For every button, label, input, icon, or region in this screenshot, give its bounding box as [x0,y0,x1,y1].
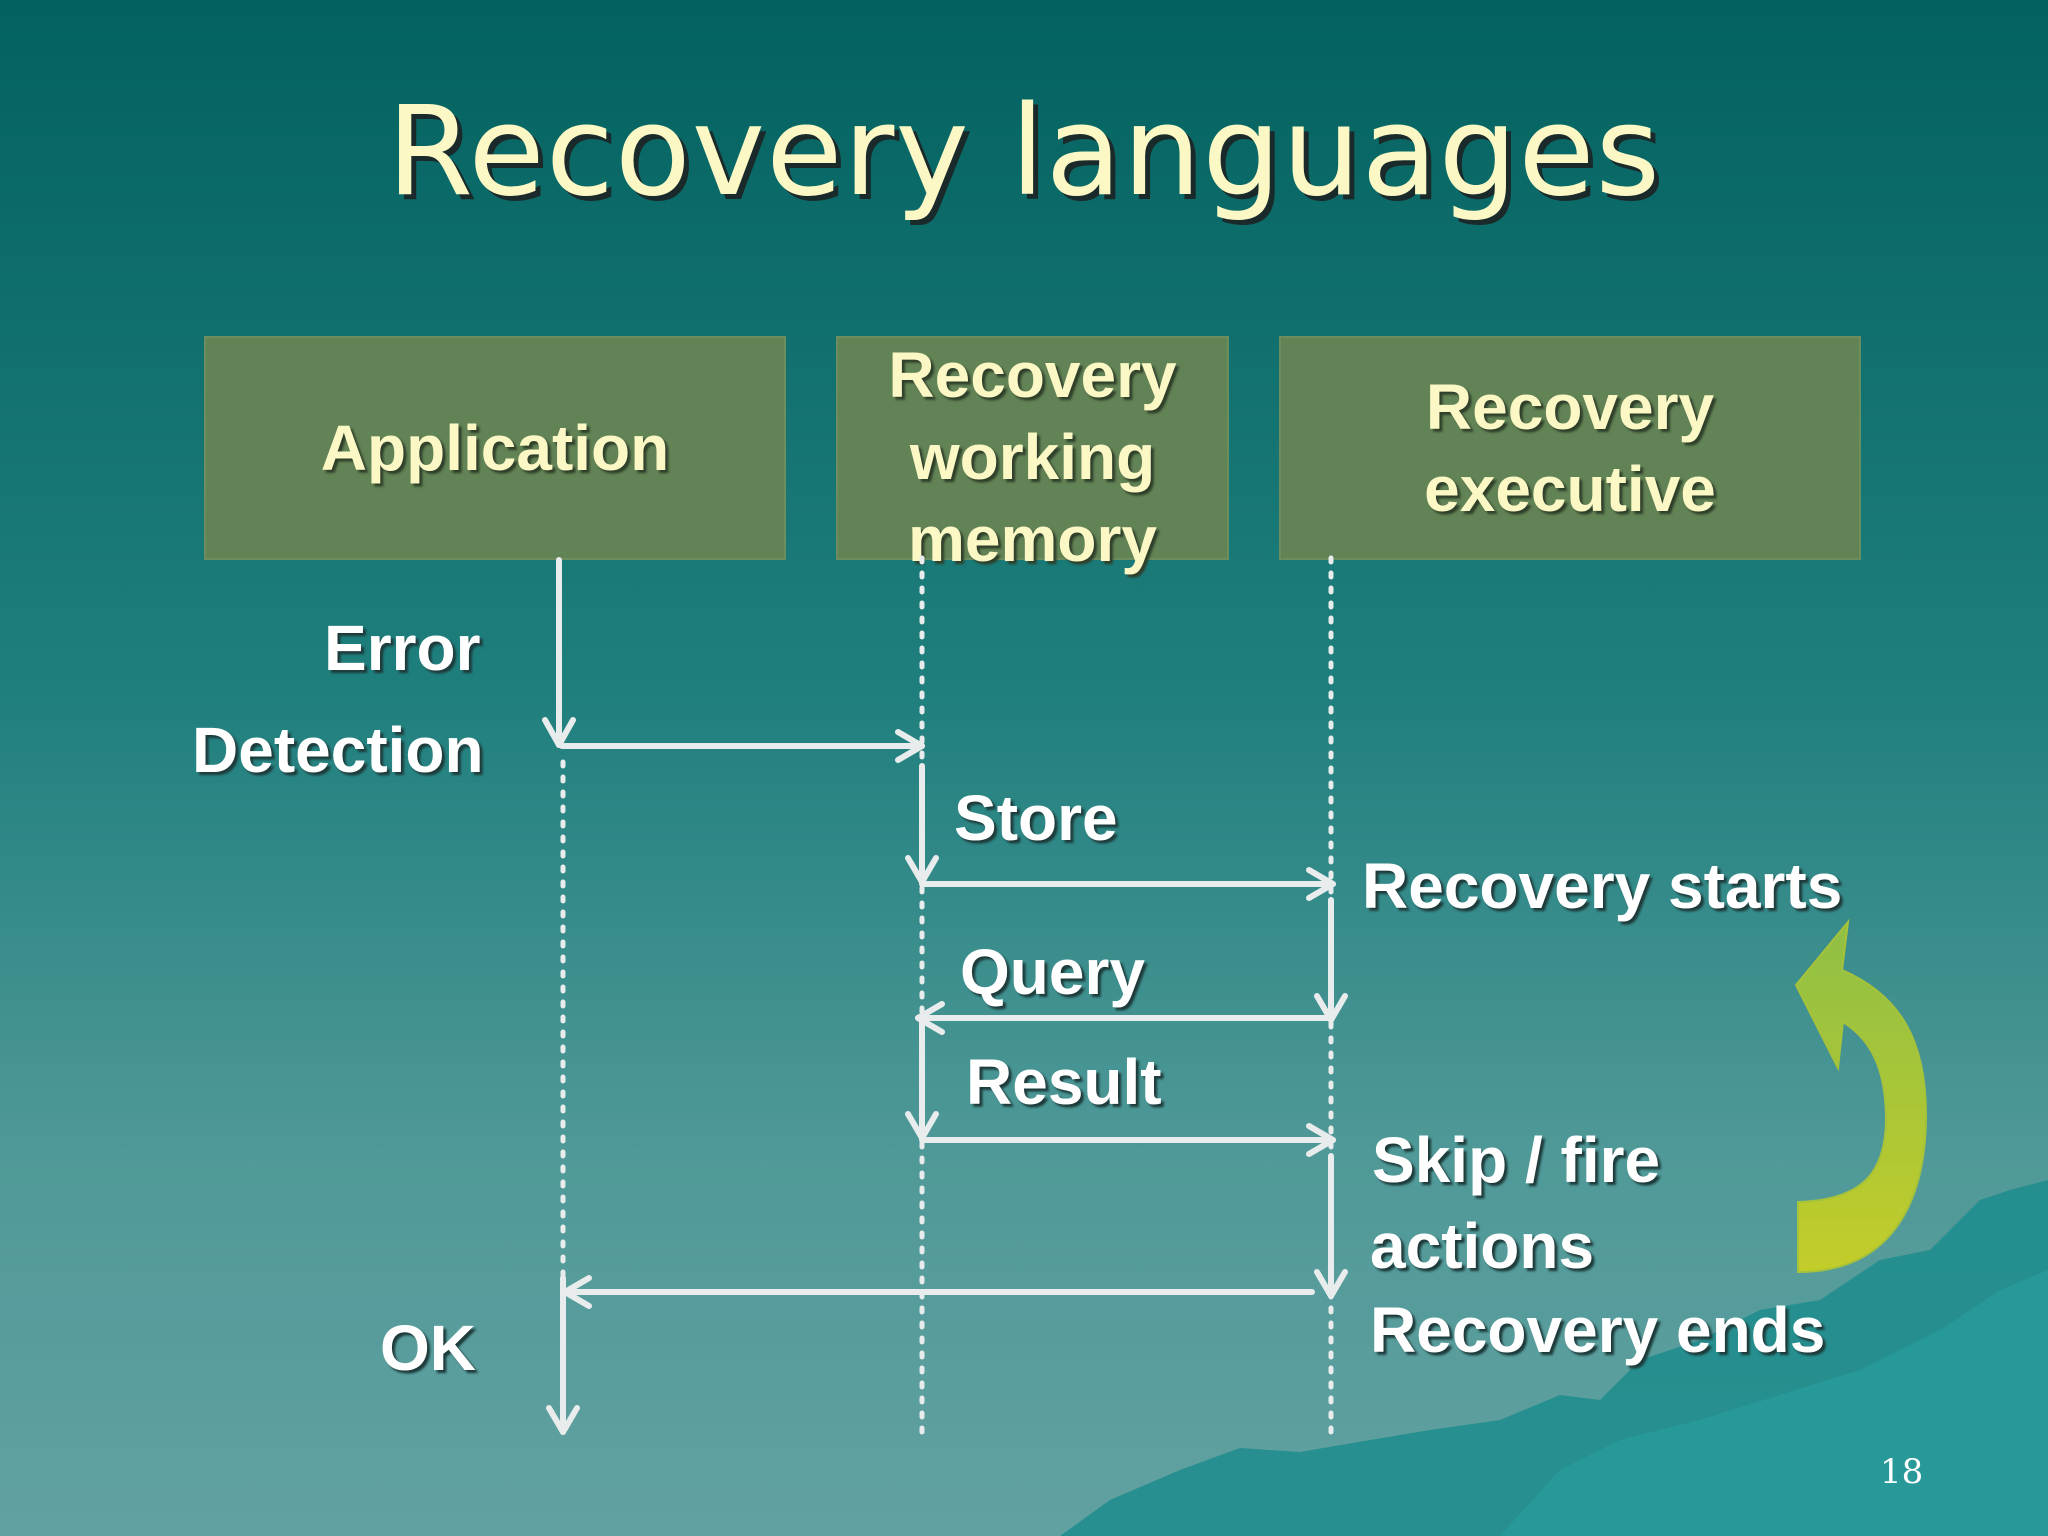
label-skip-fire: Skip / fire [1372,1124,1661,1196]
lane-application-label: Application [320,412,670,484]
lane-executive-label: Recovery executive [1424,371,1716,525]
arrowhead-ok [546,1405,580,1435]
lane-working-memory: Recovery working memory [836,336,1229,575]
label-ok: OK [380,1312,476,1384]
arrowhead-to-executive [1306,867,1336,901]
lane-application: Application [204,336,786,560]
arrowhead-detection [542,717,576,748]
arrowhead-result-to-executive [1306,1123,1336,1157]
page-number: 18 [1880,1452,1924,1492]
label-recovery-ends: Recovery ends [1370,1294,1826,1366]
label-store: Store [954,782,1118,854]
label-actions: actions [1370,1210,1595,1282]
label-detection: Detection [192,714,484,786]
loop-arrow-body [1794,918,1928,1274]
slide-title: Recovery languages [386,80,1662,224]
arrowhead-to-memory [895,729,925,763]
label-recovery-starts: Recovery starts [1362,850,1843,922]
label-error: Error [324,612,481,684]
arrowhead-query [915,1001,945,1035]
lane-working-memory-label: Recovery working memory [888,339,1177,575]
arrowhead-executive-2 [1314,1269,1348,1299]
lane-executive: Recovery executive [1279,336,1861,560]
mountain-highlight [1500,1270,2048,1536]
label-result: Result [966,1046,1162,1118]
label-query: Query [960,936,1145,1008]
